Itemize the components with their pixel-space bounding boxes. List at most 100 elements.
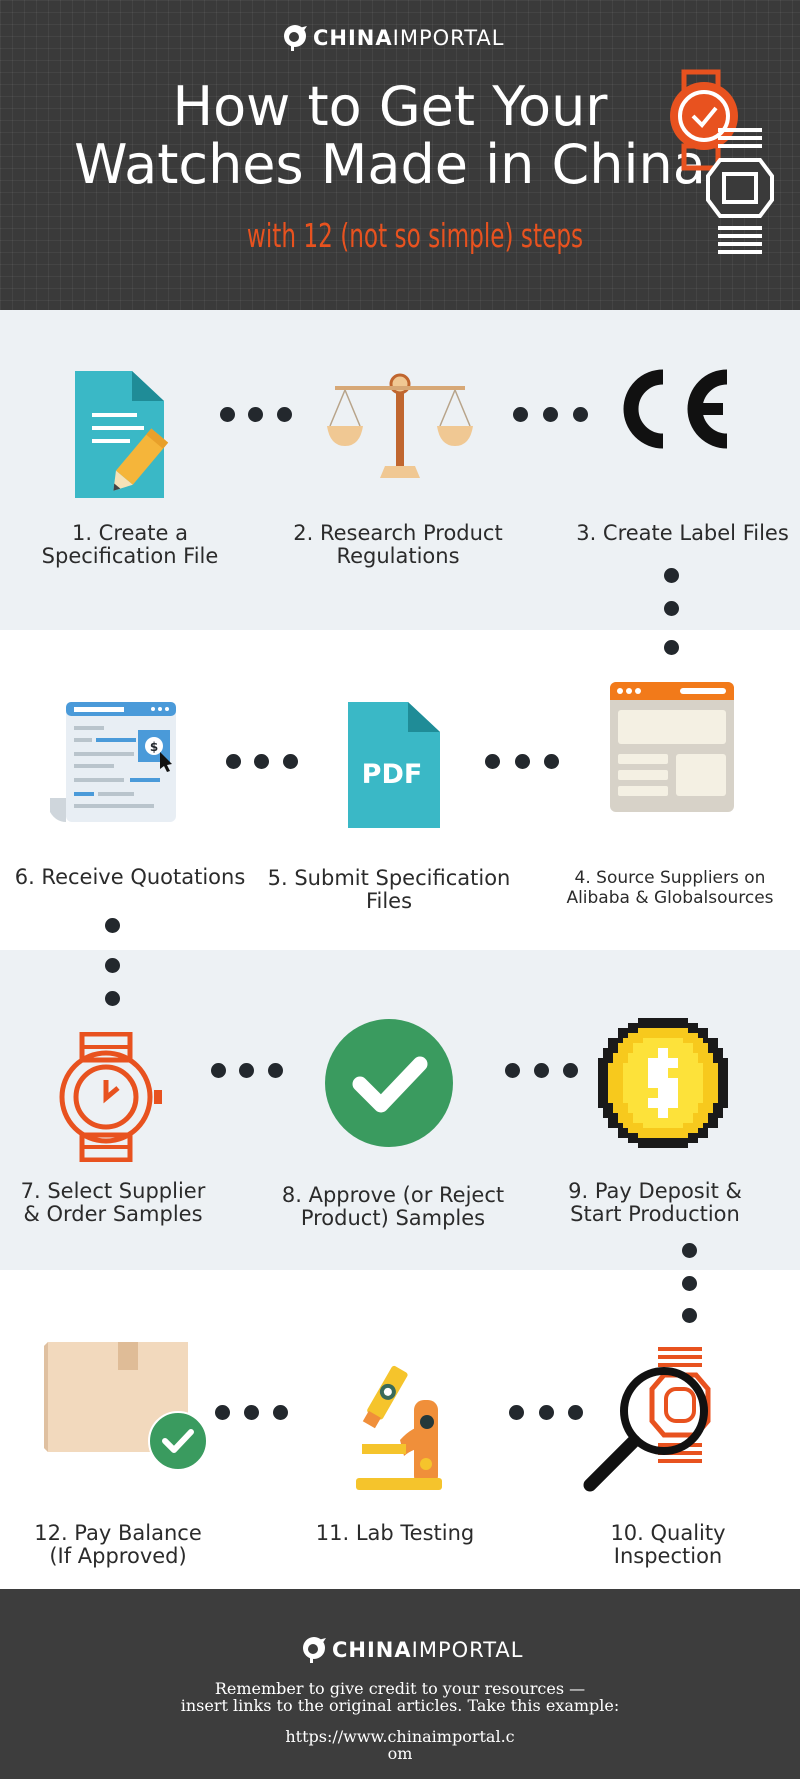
step-4-label-line-2: Alibaba & Globalsources (566, 888, 774, 908)
connector-dot (505, 1063, 520, 1078)
header-watches-icon (670, 69, 774, 254)
step-8-label-line-1: 8. Approve (or Reject (281, 1183, 505, 1207)
pdf-file-icon: PDF (348, 702, 440, 828)
step-9-label-line-1: 9. Pay Deposit & (568, 1179, 742, 1203)
connector-dot (220, 407, 235, 422)
connector-dot (544, 754, 559, 769)
brand-bold-text: CHINA (313, 26, 393, 50)
step-11-label-line-1: 11. Lab Testing (315, 1521, 475, 1545)
connector-dot (105, 958, 120, 973)
step-12-label-line-1: 12. Pay Balance (34, 1521, 202, 1545)
microscope-icon (356, 1365, 442, 1490)
pdf-label: PDF (362, 759, 423, 790)
dollar-coin-icon (598, 1018, 728, 1148)
footer-url-line-1: https://www.chinaimportal.c (285, 1727, 515, 1746)
brand-bird-icon (284, 25, 307, 51)
checkmark-circle-icon (325, 1019, 453, 1147)
footer-example-link[interactable]: https://www.chinaimportal.c om (200, 1728, 600, 1762)
connector-dot (244, 1405, 259, 1420)
footer-credit-line-2: insert links to the original articles. T… (180, 1696, 620, 1715)
footer-url-line-2: om (387, 1744, 413, 1763)
step-12-label-line-2: (If Approved) (49, 1544, 187, 1568)
header-banner (0, 0, 800, 310)
watch-icon (59, 1032, 162, 1162)
connector-dot (515, 754, 530, 769)
connector-dot (211, 1063, 226, 1078)
connector-dot (568, 1405, 583, 1420)
quotation-page-icon: $ (50, 702, 176, 822)
connector-dot (248, 407, 263, 422)
step-3-label: 3. Create Label Files (560, 522, 800, 545)
step-2-label-line-1: 2. Research Product (293, 521, 503, 545)
connector-dot (273, 1405, 288, 1420)
connector-dot (543, 407, 558, 422)
step-6-label-line-1: 6. Receive Quotations (14, 865, 246, 889)
step-9-label: 9. Pay Deposit & Start Production (540, 1180, 770, 1226)
step-5-label: 5. Submit Specification Files (264, 867, 514, 913)
footer-brand-bold-text: CHINA (332, 1638, 412, 1662)
step-5-label-line-1: 5. Submit Specification (267, 866, 511, 890)
footer-brand-thin-text: IMPORTAL (411, 1638, 524, 1662)
connector-dot (283, 754, 298, 769)
connector-dot (215, 1405, 230, 1420)
connector-dot (268, 1063, 283, 1078)
step-4-label: 4. Source Suppliers on Alibaba & Globals… (540, 868, 800, 908)
step-8-label: 8. Approve (or Reject Product) Samples (268, 1184, 518, 1230)
footer-banner (0, 1589, 800, 1779)
footer-credit-note: Remember to give credit to your resource… (100, 1680, 700, 1714)
step-1-label-line-1: 1. Create a (71, 521, 189, 545)
connector-dot (539, 1405, 554, 1420)
box-check-icon (44, 1342, 208, 1471)
connector-dot (239, 1063, 254, 1078)
document-pencil-icon (75, 371, 169, 498)
step-5-label-line-2: Files (365, 889, 413, 913)
connector-dot (682, 1276, 697, 1291)
connector-dot (277, 407, 292, 422)
step-8-label-line-2: Product) Samples (300, 1206, 486, 1230)
step-7-label-line-1: 7. Select Supplier (20, 1179, 206, 1203)
connector-dot (664, 601, 679, 616)
scales-icon (327, 373, 473, 478)
connector-dot (664, 640, 679, 655)
connector-dot (513, 407, 528, 422)
step-2-label-line-2: Regulations (336, 544, 460, 568)
title-line-1: How to Get Your (172, 75, 608, 138)
connector-dot (105, 918, 120, 933)
step-12-label: 12. Pay Balance (If Approved) (18, 1522, 218, 1568)
ce-mark-icon (623, 369, 728, 449)
footer-brand-bird-icon (303, 1637, 326, 1663)
connector-dot (226, 754, 241, 769)
step-1-label: 1. Create a Specification File (20, 522, 240, 568)
step-6-label: 6. Receive Quotations (10, 866, 250, 889)
connector-dot (682, 1243, 697, 1258)
connector-dot (534, 1063, 549, 1078)
step-7-label-line-2: & Order Samples (23, 1202, 203, 1226)
step-3-label-line-1: 3. Create Label Files (576, 521, 789, 545)
svg-text:$: $ (150, 740, 158, 754)
page-title: How to Get Your Watches Made in China (40, 78, 740, 194)
connector-dot (563, 1063, 578, 1078)
step-11-label: 11. Lab Testing (290, 1522, 500, 1545)
connector-dot (485, 754, 500, 769)
step-1-label-line-2: Specification File (41, 544, 219, 568)
connector-dot (509, 1405, 524, 1420)
magnifier-watch-icon (583, 1347, 711, 1492)
step-10-label-line-1: 10. Quality (610, 1521, 726, 1545)
title-line-2: Watches Made in China (74, 133, 706, 196)
brand-thin-text: IMPORTAL (392, 26, 505, 50)
browser-window-icon (610, 682, 734, 812)
step-10-label-line-2: Inspection (613, 1544, 723, 1568)
step-2-label: 2. Research Product Regulations (278, 522, 518, 568)
connector-dot (573, 407, 588, 422)
connector-dot (105, 991, 120, 1006)
step-10-label: 10. Quality Inspection (568, 1522, 768, 1568)
step-7-label: 7. Select Supplier & Order Samples (8, 1180, 218, 1226)
connector-dot (664, 568, 679, 583)
step-9-label-line-2: Start Production (570, 1202, 740, 1226)
connector-dot (682, 1308, 697, 1323)
page-subtitle: with 12 (not so simple) steps (246, 216, 584, 255)
connector-dot (254, 754, 269, 769)
footer-credit-line-1: Remember to give credit to your resource… (214, 1679, 586, 1698)
